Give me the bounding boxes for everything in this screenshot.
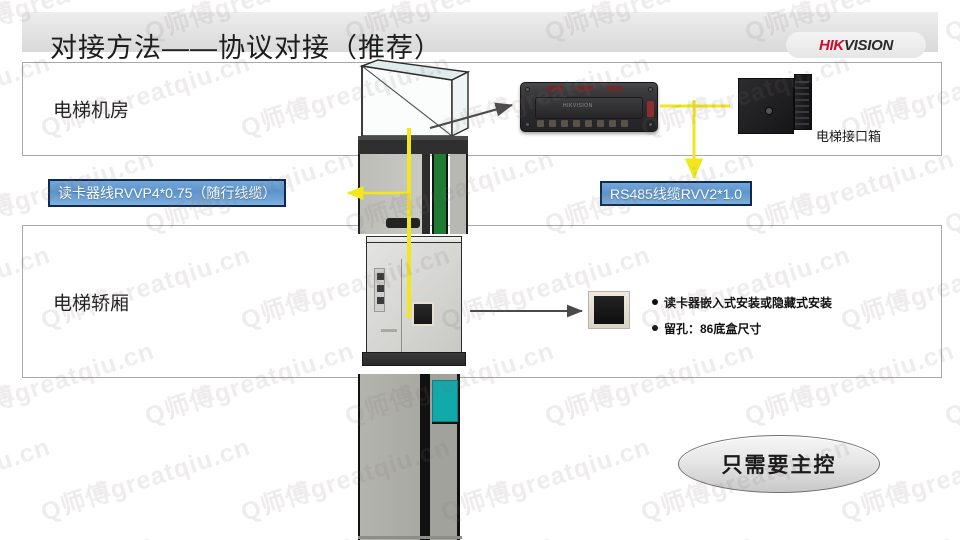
panel-elevator-car: 电梯轿厢 <box>22 225 942 378</box>
controller-screw <box>525 87 530 92</box>
interface-box-vent <box>795 105 809 107</box>
interface-box-side <box>794 74 812 130</box>
bullet-dot-icon <box>652 299 658 305</box>
controller-power-connector <box>647 101 654 117</box>
lower-shaft-wall-left <box>358 374 420 540</box>
controller-connector <box>547 86 563 91</box>
car-door-seam <box>401 259 402 355</box>
elevator-shaft-illustration <box>340 58 476 540</box>
interface-box-vent <box>795 123 809 125</box>
controller-terminal <box>549 120 556 127</box>
shaft-motor <box>386 218 420 228</box>
interface-box-vent <box>795 117 809 119</box>
controller-terminal <box>573 120 580 127</box>
watermark-text: Q师傅greatqiu.cn <box>37 432 254 527</box>
controller-terminal <box>597 120 604 127</box>
card-reader-in-car <box>412 302 434 326</box>
car-panel-button <box>377 273 384 280</box>
controller-terminal <box>537 120 544 127</box>
lower-shaft-rail <box>420 374 430 540</box>
shaft-green-strip <box>432 154 448 234</box>
controller-face-plate <box>535 97 643 119</box>
installation-notes: 读卡器嵌入式安装或隐藏式安装 留孔：86底盒尺寸 <box>652 294 832 346</box>
panel-machine-room-label: 电梯机房 <box>53 100 130 122</box>
watermark-text: Q师傅greatqiu.cn <box>140 523 359 540</box>
card-reader-closeup <box>588 291 630 329</box>
interface-box-vent <box>795 111 809 113</box>
controller-connector <box>607 86 623 91</box>
controller-terminal <box>561 120 568 127</box>
page-title: 对接方法——协议对接（推荐） <box>50 33 442 63</box>
controller-terminal-block <box>537 120 628 127</box>
card-reader-face <box>594 296 624 324</box>
shaft-wall-right <box>450 154 468 234</box>
label-rs485-cable: RS485线缆RVV2*1.0 <box>600 181 753 206</box>
interface-box-vent <box>795 99 809 101</box>
watermark-text: Q师傅greatqiu.cn <box>940 0 960 49</box>
shaft-slab <box>358 140 468 154</box>
controller-top-connectors <box>547 86 623 91</box>
watermark-text: Q师傅greatqiu.cn <box>940 523 960 540</box>
car-floor <box>362 352 466 366</box>
bullet-dot-icon <box>652 325 658 331</box>
interface-box-vent <box>795 93 809 95</box>
access-controller-device: HIKVISION <box>520 82 658 132</box>
interface-box-vent <box>795 81 809 83</box>
elevator-car-graphic <box>358 234 470 374</box>
controller-screw <box>525 122 530 127</box>
controller-screw <box>648 122 653 127</box>
car-panel-button <box>377 285 384 292</box>
car-panel-button <box>377 297 384 304</box>
panel-elevator-car-label: 电梯轿厢 <box>53 293 130 314</box>
logo-vision-text: VISION <box>843 36 893 54</box>
interface-box-knob <box>765 107 773 115</box>
shaft-teal-panel <box>432 380 458 422</box>
watermark-text: Q师傅greatqiu.cn <box>740 523 959 540</box>
interface-box-front <box>738 78 794 134</box>
note-item: 读卡器嵌入式安装或隐藏式安装 <box>652 294 832 311</box>
watermark-text: Q师傅greatqiu.cn <box>941 336 960 431</box>
car-handrail <box>381 329 397 332</box>
watermark-text: Q师傅greatqiu.cn <box>941 144 960 239</box>
note-text: 读卡器嵌入式安装或隐藏式安装 <box>664 296 833 310</box>
logo-hik-text: HIK <box>819 36 844 54</box>
watermark-text: Q师傅greatqiu.cn <box>540 523 759 540</box>
watermark-text: Q师傅greatqiu.cn <box>0 432 54 527</box>
shaft-guide-rail <box>422 154 430 234</box>
controller-screw <box>648 87 653 92</box>
interface-box-vent <box>795 87 809 89</box>
controller-terminal <box>621 120 628 127</box>
controller-terminal <box>609 120 616 127</box>
panel-machine-room: 电梯机房 <box>22 62 942 156</box>
summary-badge: 只需要主控 <box>678 435 880 493</box>
controller-brand-text: HIKVISION <box>563 103 593 109</box>
watermark-text: Q师傅greatqiu.cn <box>0 523 158 540</box>
shaft-slab-top <box>358 136 468 142</box>
interface-box-label: 电梯接口箱 <box>816 129 882 144</box>
controller-terminal <box>585 120 592 127</box>
label-reader-cable: 读卡器线RVVP4*0.75（随行线缆） <box>48 179 287 207</box>
car-control-panel <box>374 268 385 312</box>
lower-shaft-floor-line <box>358 536 462 539</box>
shaft-teal-underline <box>432 422 458 424</box>
note-item: 留孔：86底盒尺寸 <box>652 320 832 337</box>
controller-connector <box>577 86 593 91</box>
note-text: 留孔：86底盒尺寸 <box>664 322 762 336</box>
elevator-interface-box-device <box>738 74 814 136</box>
